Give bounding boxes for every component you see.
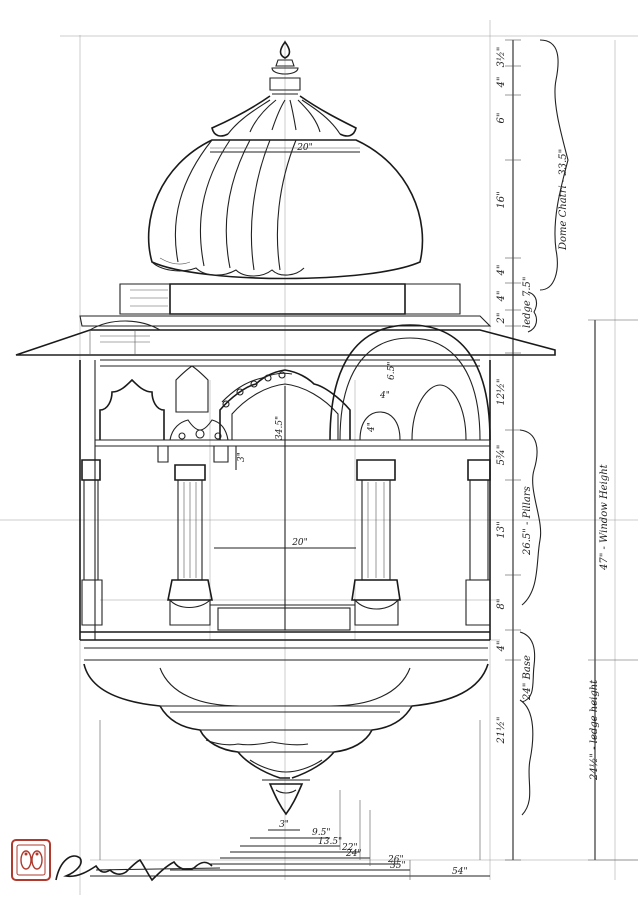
construction-grid [0, 20, 638, 895]
dim-small-a: 6.5" [387, 362, 397, 380]
dim-bottom-7: 54" [452, 867, 468, 877]
dim-bottom-6: 35" [390, 861, 406, 871]
dim-right-6: 2" [496, 313, 507, 325]
finial [269, 40, 301, 95]
dim-bottom-3: 22" [341, 843, 358, 853]
overall-height-dimensions: 47" - Window Height 24½" - ledge height [588, 319, 638, 861]
dim-right-1: 4" [496, 77, 507, 89]
corbel-base [83, 663, 489, 860]
dim-right-5: 4" [496, 291, 507, 303]
dim-bottom-2: 13.5" [318, 837, 342, 847]
dim-bottom-1: 9.5" [312, 828, 330, 838]
dim-right-2: 6" [496, 113, 507, 124]
dim-bottom-4: 24" [345, 849, 362, 859]
left-cusped-arch [99, 378, 165, 440]
label-dome: Dome Chatri - 33.5" [558, 149, 569, 251]
artist-signature [55, 855, 221, 882]
label-window-height: 47" - Window Height [599, 463, 610, 571]
right-round-arch [329, 324, 491, 441]
dim-opening-width: 20" [291, 538, 308, 548]
dim-right-7: 12½" [496, 378, 507, 405]
window-body: 34.5" 20" 3" 6.5" 4" 4" [79, 324, 491, 661]
pendant-drop [268, 783, 304, 816]
label-ledge: ledge 7.5" [522, 276, 533, 328]
dome-crown [211, 95, 357, 137]
pillars [81, 459, 491, 626]
dim-small-c: 4" [367, 422, 377, 433]
dim-right-12: 21½" [496, 716, 507, 744]
onion-dome: 20" [147, 139, 424, 280]
dim-right-3: 16" [496, 191, 507, 208]
bottom-dimensions: 3" 9.5" 13.5" 22" 24" 26" 35" 54" [90, 790, 490, 880]
dim-right-10: 8" [496, 599, 507, 610]
label-pillars: 26.5" - Pillars [522, 486, 533, 556]
artist-stamp [11, 839, 51, 881]
label-ledge-height: 24½" - ledge height [589, 679, 600, 781]
dim-bracket: 3" [237, 452, 247, 462]
dim-bottom-5: 26" [387, 855, 404, 865]
dim-dome-width: 20" [296, 143, 313, 153]
label-base: 24" Base [522, 655, 533, 701]
dim-arch-height: 34.5" [275, 416, 285, 440]
dim-right-8: 5¾" [496, 445, 507, 466]
dim-right-11: 4" [496, 641, 507, 653]
dim-bottom-0: 3" [279, 820, 289, 830]
right-brace-labels: Dome Chatri - 33.5" ledge 7.5" 26.5" - P… [519, 39, 569, 816]
lotus-capital [157, 419, 229, 463]
eave-chhajja [15, 320, 556, 356]
right-dimension-ruler: 3½" 4" 6" 16" 4" 4" 2" 12½" 5¾" 13" 8" 4… [496, 39, 521, 861]
dim-right-9: 13" [496, 521, 507, 538]
dim-right-0: 3½" [496, 47, 507, 68]
dome-drum [79, 283, 492, 327]
dim-right-4: 4" [496, 265, 507, 277]
dim-small-b: 4" [379, 391, 390, 401]
